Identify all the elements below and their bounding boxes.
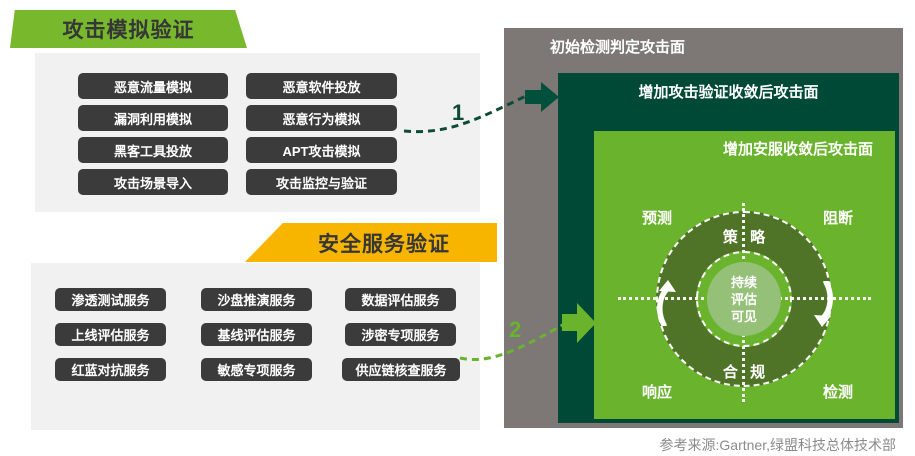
initial-surface-label: 初始检测判定攻击面 xyxy=(550,39,686,56)
security-svc-chip: 供应链核查服务 xyxy=(342,358,460,381)
attack-sim-chip: 黑客工具投放 xyxy=(78,137,228,163)
security-svc-chip: 数据评估服务 xyxy=(345,288,456,311)
quadrant-block-label: 阻断 xyxy=(822,210,853,227)
cycle-arrow-down-icon xyxy=(814,281,833,327)
ring-top-label: 策 略 xyxy=(722,229,766,246)
attack-sim-banner: 攻击模拟验证 xyxy=(10,10,247,48)
cycle-arrow-up-icon xyxy=(657,280,676,326)
security-svc-title: 安全服务验证 xyxy=(318,232,450,256)
attack-sim-chip: 恶意行为模拟 xyxy=(246,105,397,131)
source-reference: 参考来源:Gartner,绿盟科技总体技术部 xyxy=(659,437,896,453)
security-svc-banner: 安全服务验证 xyxy=(245,223,497,262)
carta-center-circle: 持续 评估 可见 xyxy=(707,262,781,336)
security-svc-chip: 渗透测试服务 xyxy=(55,288,166,311)
security-svc-chip: 上线评估服务 xyxy=(55,323,166,346)
attack-sim-chip: APT攻击模拟 xyxy=(246,137,397,163)
quadrant-detect-label: 检测 xyxy=(822,384,853,401)
attack-sim-title: 攻击模拟验证 xyxy=(62,19,195,42)
attack-validated-surface-label: 增加攻击验证收敛后攻击面 xyxy=(638,84,819,101)
attack-sim-chip: 攻击监控与验证 xyxy=(246,169,397,195)
center-line: 持续 xyxy=(730,274,757,290)
security-svc-chip: 红蓝对抗服务 xyxy=(55,358,166,381)
connector-2-number: 2 xyxy=(509,317,522,342)
connector-1-number: 1 xyxy=(452,100,465,125)
attack-sim-chip: 攻击场景导入 xyxy=(78,169,228,195)
quadrant-predict-label: 预测 xyxy=(641,210,672,227)
center-line: 评估 xyxy=(730,291,757,307)
security-svc-chip: 涉密专项服务 xyxy=(345,323,456,346)
quadrant-respond-label: 响应 xyxy=(641,384,672,401)
ring-bottom-label: 合 规 xyxy=(722,364,766,381)
security-svc-chip: 沙盘推演服务 xyxy=(201,288,312,311)
attack-sim-chip: 恶意软件投放 xyxy=(246,73,397,99)
attack-sim-chip: 恶意流量模拟 xyxy=(78,73,228,99)
security-svc-chip: 敏感专项服务 xyxy=(201,358,312,381)
service-converged-surface-label: 增加安服收敛后攻击面 xyxy=(722,141,873,158)
center-line: 可见 xyxy=(730,308,757,324)
attack-sim-chip: 漏洞利用模拟 xyxy=(78,105,228,131)
security-svc-chip: 基线评估服务 xyxy=(201,323,312,346)
